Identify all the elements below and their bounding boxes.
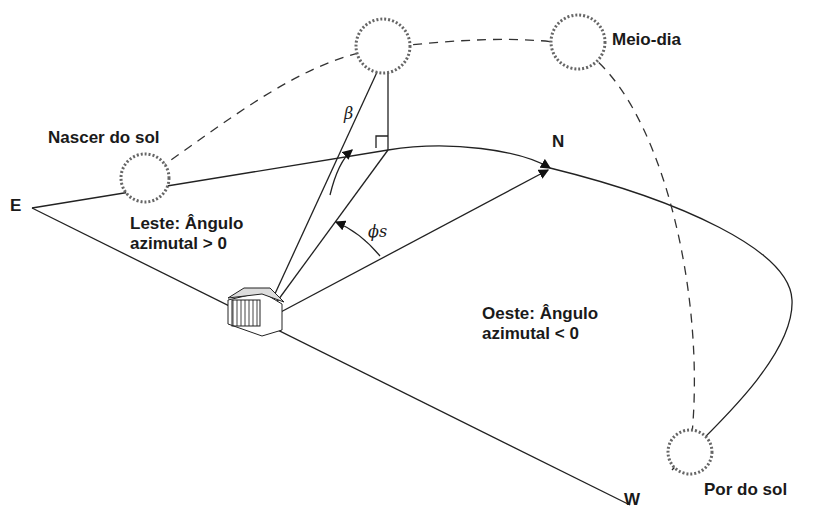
angle-symbol: β: [344, 104, 353, 123]
direction-letter: E: [10, 196, 21, 216]
sunrise-label: Nascer do sol: [48, 128, 160, 148]
angle-symbol: ϕs: [366, 222, 389, 241]
ground-lines: [32, 70, 792, 505]
right-angle-mark: [376, 136, 388, 148]
east-note: Leste: Ângulo azimutal > 0: [128, 214, 282, 255]
east-west-line: [32, 208, 630, 505]
direction-letter: N: [552, 132, 564, 152]
sun-set: [668, 430, 712, 474]
sun-mid: [356, 19, 410, 73]
sun-rise: [121, 154, 169, 202]
suns: [121, 15, 712, 474]
direction-letter: W: [624, 490, 640, 510]
noon-label: Meio-dia: [612, 30, 681, 50]
west-note: Oeste: Ângulo azimutal < 0: [480, 304, 644, 345]
altitude-line: [262, 70, 378, 322]
sunset-label: Por do sol: [704, 480, 787, 500]
beta-arc: [330, 150, 352, 195]
east-line: [32, 150, 388, 208]
house: [228, 288, 284, 336]
house-north-line: [262, 170, 548, 322]
vertical-line: [387, 72, 388, 150]
sun-noon: [551, 15, 605, 69]
north-line: [388, 146, 550, 168]
